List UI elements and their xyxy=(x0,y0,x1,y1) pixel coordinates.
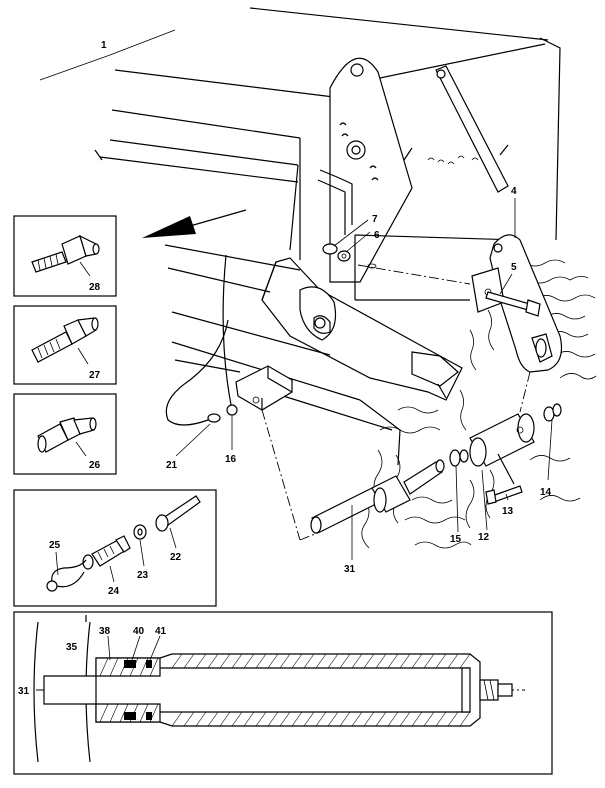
inset-fitting-26 xyxy=(13,393,117,475)
hatched-wall xyxy=(171,653,471,727)
callout-40: 40 xyxy=(133,626,145,637)
callout-7: 7 xyxy=(372,214,378,225)
callout-41: 41 xyxy=(155,626,167,637)
lever-arm xyxy=(261,257,463,401)
callout-24: 24 xyxy=(108,586,120,597)
callout-1: 1 xyxy=(101,40,107,51)
callout-31-section: 31 xyxy=(18,686,30,697)
callout-16: 16 xyxy=(225,454,237,465)
mounting-plate-part-4 xyxy=(322,234,563,373)
callout-27: 27 xyxy=(89,370,101,381)
lower-frame xyxy=(164,244,401,466)
callout-4: 4 xyxy=(511,186,517,197)
leader-lines xyxy=(39,29,553,560)
inset-fitting-28 xyxy=(13,215,117,297)
inset-hose-fittings xyxy=(13,489,217,607)
callout-21: 21 xyxy=(166,460,178,471)
assembly-lines xyxy=(299,264,531,541)
callout-28: 28 xyxy=(89,282,101,293)
cylinder-section-view xyxy=(13,611,553,775)
callout-5: 5 xyxy=(511,262,517,273)
callout-13: 13 xyxy=(502,506,514,517)
callout-labels: 1 4 7 6 5 14 13 12 15 16 21 31 28 27 26 … xyxy=(18,40,552,697)
callout-6: 6 xyxy=(374,230,380,241)
callout-12: 12 xyxy=(478,532,490,543)
callout-22: 22 xyxy=(170,552,182,563)
callout-25: 25 xyxy=(49,540,61,551)
callout-35: 35 xyxy=(66,642,78,653)
callout-38: 38 xyxy=(99,626,111,637)
machine-frame xyxy=(94,7,561,301)
inset-fitting-27 xyxy=(13,305,117,385)
callout-14: 14 xyxy=(540,487,552,498)
direction-arrow-icon xyxy=(142,209,247,238)
callout-26: 26 xyxy=(89,460,101,471)
callout-15: 15 xyxy=(450,534,462,545)
hydraulic-cylinder-part-31 xyxy=(310,403,562,534)
callout-31-exploded: 31 xyxy=(344,564,356,575)
callout-23: 23 xyxy=(137,570,149,581)
